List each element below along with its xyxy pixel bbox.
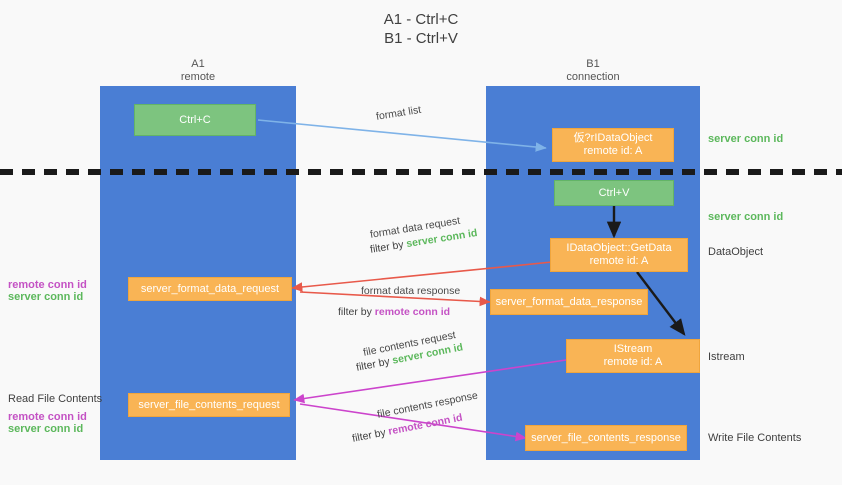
box-server-format-data-request[interactable]: server_format_data_request xyxy=(128,277,292,301)
box-server-format-data-request-label: server_format_data_request xyxy=(140,282,280,295)
server-conn-id-text: server conn id xyxy=(8,291,84,303)
filter-by-text: filter by xyxy=(351,425,390,445)
annotation-conn-ids-middle: remote conn id server conn id xyxy=(8,279,87,303)
title-line-1: A1 - Ctrl+C xyxy=(383,11,459,28)
annotation-server-conn-id-second: server conn id xyxy=(708,211,784,223)
title-line-2: B1 - Ctrl+V xyxy=(384,30,458,47)
box-server-format-data-response[interactable]: server_format_data_response xyxy=(490,289,648,315)
remote-conn-id-text: remote conn id xyxy=(8,279,87,291)
column-b1-name: B1 xyxy=(586,58,600,70)
annotation-read-file-contents: Read File Contents xyxy=(8,393,103,405)
annotation-istream: Istream xyxy=(708,351,745,363)
box-istream[interactable]: IStream remote id: A xyxy=(566,339,700,373)
page-title: A1 - Ctrl+C B1 - Ctrl+V xyxy=(0,10,842,48)
box-istream-remote-id: remote id: A xyxy=(603,356,663,368)
box-server-file-contents-response[interactable]: server_file_contents_response xyxy=(525,425,687,451)
column-b1-sub: connection xyxy=(566,71,620,83)
box-getdata-title: IDataObject::GetData xyxy=(566,242,672,254)
box-istream-title: IStream xyxy=(613,343,653,355)
filter-by-text: filter by xyxy=(355,354,394,374)
box-ctrl-v-label: Ctrl+V xyxy=(598,186,630,199)
filter-by-text: filter by xyxy=(338,306,375,318)
box-idataobject-getdata[interactable]: IDataObject::GetData remote id: A xyxy=(550,238,688,272)
label-format-data-response: format data response xyxy=(361,285,461,297)
server-conn-id-text: server conn id xyxy=(8,423,84,435)
annotation-conn-ids-bottom: remote conn id server conn id xyxy=(8,411,87,435)
box-server-format-data-response-label: server_format_data_response xyxy=(495,295,643,308)
box-ctrl-c-label: Ctrl+C xyxy=(179,113,211,126)
column-a1-name: A1 xyxy=(191,58,205,70)
box-idataobject[interactable]: 仮?rIDataObject remote id: A xyxy=(552,128,674,162)
annotation-server-conn-id-top: server conn id xyxy=(708,133,784,145)
label-format-data-response-filter: filter by remote conn id xyxy=(338,305,450,319)
box-ctrl-v[interactable]: Ctrl+V xyxy=(554,180,674,206)
label-format-list: format list xyxy=(375,103,422,123)
box-getdata-remote-id: remote id: A xyxy=(589,255,649,267)
box-idataobject-title: 仮?rIDataObject xyxy=(573,132,653,144)
annotation-write-file-contents: Write File Contents xyxy=(708,432,802,444)
remote-conn-id-text: remote conn id xyxy=(374,306,451,318)
box-server-file-contents-request-label: server_file_contents_request xyxy=(138,398,280,411)
box-idataobject-remote-id: remote id: A xyxy=(583,145,643,157)
box-server-file-contents-request[interactable]: server_file_contents_request xyxy=(128,393,290,417)
remote-conn-id-text: remote conn id xyxy=(8,411,87,423)
box-server-file-contents-response-label: server_file_contents_response xyxy=(531,431,681,444)
column-a1-sub: remote xyxy=(180,71,216,83)
box-ctrl-c[interactable]: Ctrl+C xyxy=(134,104,256,136)
annotation-data-object: DataObject xyxy=(708,246,764,258)
